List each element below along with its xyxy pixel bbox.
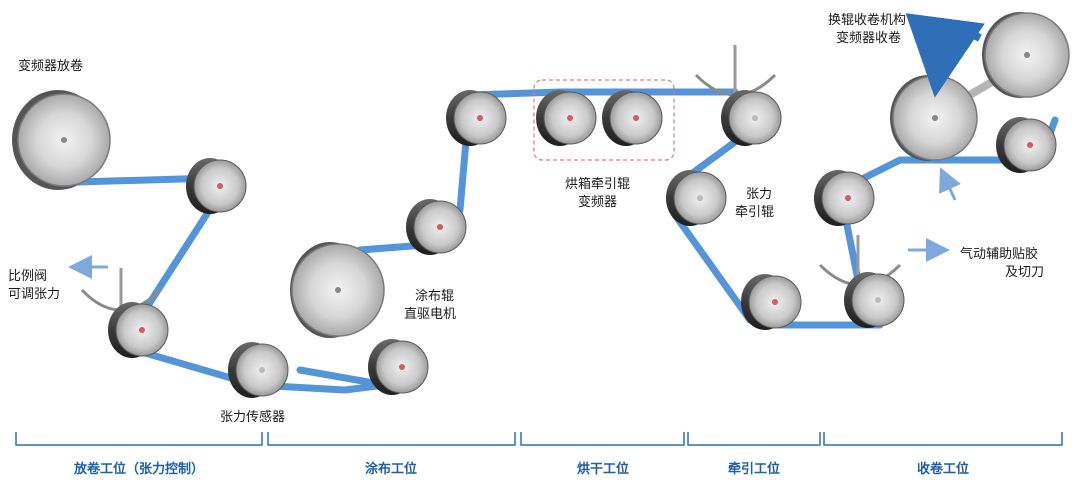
pull-nip-roller xyxy=(694,45,782,146)
oven-roller-2 xyxy=(602,90,663,146)
tension-sensor-roller xyxy=(228,342,289,398)
rewind-label-1: 换辊收卷机构 xyxy=(828,12,906,28)
tension-pull-label-1: 张力 xyxy=(746,187,772,202)
section-label-pull: 牵引工位 xyxy=(728,461,780,477)
pneumatic-label-2: 及切刀 xyxy=(1005,265,1044,280)
coating-guide-roller xyxy=(406,199,467,255)
rewind-guide-roller xyxy=(814,170,875,226)
prop-valve-label-2: 可调张力 xyxy=(8,287,60,302)
bracket-coating xyxy=(267,432,516,446)
bracket-pull xyxy=(687,432,821,446)
unwind-inverter-label: 变频器放卷 xyxy=(18,58,83,74)
bracket-unwind xyxy=(15,432,263,446)
bracket-rewind xyxy=(823,432,1063,446)
oven-label-2: 变频器 xyxy=(578,194,617,210)
tension-sensor-label: 张力传感器 xyxy=(220,409,285,425)
section-brackets xyxy=(15,432,1063,446)
coater-backing-roller xyxy=(368,339,429,395)
oven-dashed-box xyxy=(533,79,675,161)
section-label-unwind: 放卷工位（张力控制） xyxy=(73,461,204,477)
pneumatic-up-arrow xyxy=(939,167,961,201)
turret-rotation-arrow xyxy=(905,13,985,98)
coating-top-roller xyxy=(446,90,507,146)
web-coating-segment xyxy=(331,88,754,334)
tension-roller-1 xyxy=(186,158,247,214)
prop-valve-label-1: 比例阀 xyxy=(8,269,47,284)
rewind-side-roller xyxy=(996,117,1057,173)
coater-roll xyxy=(290,242,385,338)
rewind-label-2: 变频器收卷 xyxy=(836,30,901,46)
pneumatic-label-1: 气动辅助贴胶 xyxy=(960,246,1038,262)
unwind-roll xyxy=(12,90,111,190)
tension-pull-roller xyxy=(666,170,727,226)
section-label-rewind: 收卷工位 xyxy=(917,461,969,477)
dancer-roller xyxy=(80,268,169,358)
coater-label-2: 直驱电机 xyxy=(404,307,456,322)
section-label-drying: 烘干工位 xyxy=(577,461,629,477)
tension-pull-label-2: 牵引辊 xyxy=(735,205,774,220)
oven-label-1: 烘箱牵引辊 xyxy=(565,176,630,192)
section-label-coating: 涂布工位 xyxy=(365,461,417,477)
oven-roller-1 xyxy=(536,90,597,146)
rewind-bottom-roller xyxy=(818,235,905,328)
coater-label-1: 涂布辊 xyxy=(415,288,454,304)
pull-bottom-roller xyxy=(741,274,802,330)
bracket-drying xyxy=(520,432,685,446)
